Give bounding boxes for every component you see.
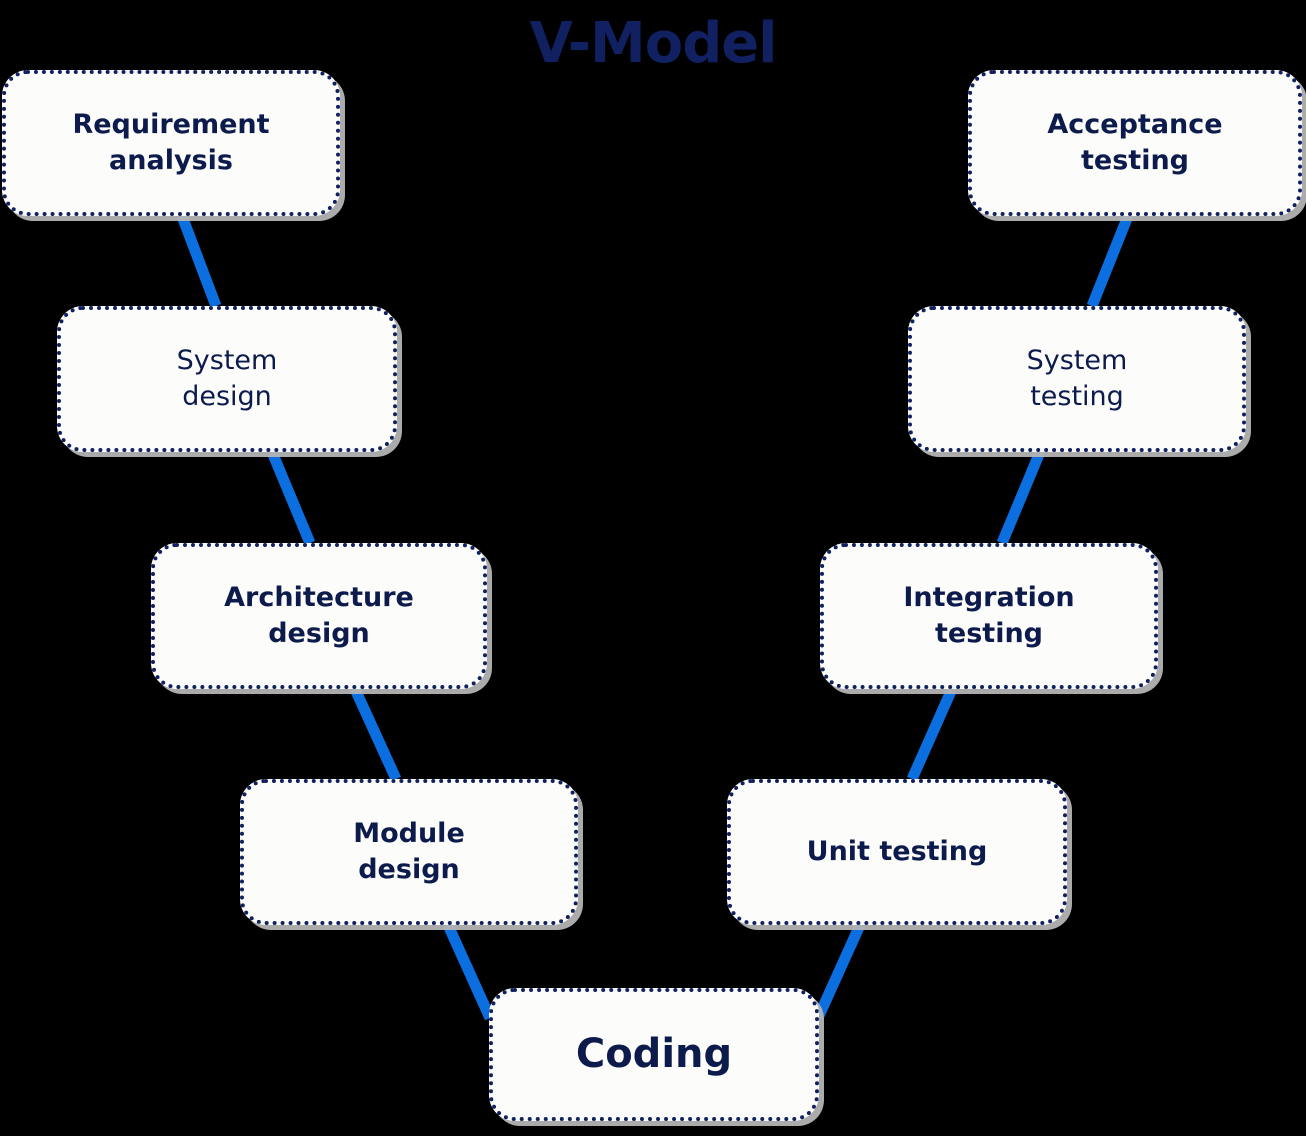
integration-testing-to-system-testing <box>996 449 1046 546</box>
node-acceptance-testing-label: Acceptance testing <box>1047 108 1223 176</box>
node-integration-testing[interactable]: Integration testing <box>820 543 1158 689</box>
node-architecture-design[interactable]: Architecture design <box>151 543 487 689</box>
node-coding-label: Coding <box>575 1030 733 1077</box>
node-integration-testing-label: Integration testing <box>903 581 1075 649</box>
node-requirement-analysis-label: Requirement analysis <box>72 108 270 176</box>
coding-to-unit-testing <box>812 922 866 1021</box>
node-unit-testing[interactable]: Unit testing <box>727 779 1067 925</box>
module-design-to-coding <box>442 922 496 1021</box>
requirement-analysis-to-system-design <box>176 214 222 308</box>
node-requirement-analysis[interactable]: Requirement analysis <box>2 70 340 216</box>
node-unit-testing-label: Unit testing <box>806 835 988 867</box>
node-acceptance-testing[interactable]: Acceptance testing <box>968 70 1302 216</box>
system-testing-to-acceptance-testing <box>1086 213 1134 309</box>
node-module-design[interactable]: Module design <box>240 779 578 925</box>
node-module-design-label: Module design <box>353 817 465 885</box>
node-system-testing-label: System testing <box>1026 344 1128 412</box>
architecture-design-to-module-design <box>349 686 402 782</box>
node-system-testing[interactable]: System testing <box>908 306 1246 452</box>
node-coding[interactable]: Coding <box>489 988 819 1121</box>
node-system-design[interactable]: System design <box>57 306 397 452</box>
system-design-to-architecture-design <box>266 449 316 546</box>
page-title: V-Model <box>529 11 778 76</box>
node-architecture-design-label: Architecture design <box>224 581 414 649</box>
unit-testing-to-integration-testing <box>906 686 958 782</box>
node-system-design-label: System design <box>176 344 278 412</box>
